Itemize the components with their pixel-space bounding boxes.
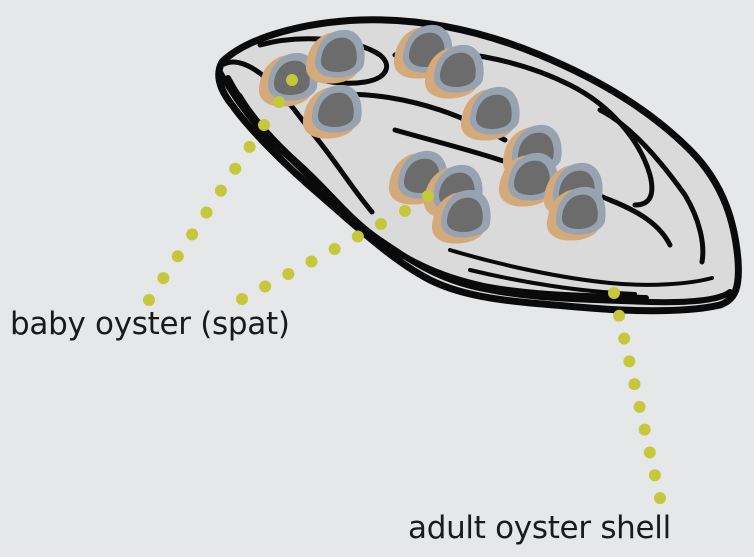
leader-dot (329, 243, 341, 255)
leader-dot (422, 190, 434, 202)
leader-dot (236, 293, 248, 305)
leader-dot (623, 355, 635, 367)
leader-dot (201, 207, 213, 219)
leader-dot (229, 163, 241, 175)
leader-dot (613, 310, 625, 322)
leader-dot (215, 185, 227, 197)
leader-dot (259, 281, 271, 293)
leader-dot (143, 294, 155, 306)
leader-dot (352, 231, 364, 243)
leader-dot (628, 378, 640, 390)
leader-dot (634, 401, 646, 413)
leader-dot (649, 469, 661, 481)
leader-dot (244, 141, 256, 153)
leader-dot (306, 256, 318, 268)
leader-dot (639, 424, 651, 436)
leader-dot (399, 205, 411, 217)
leader-dot (618, 333, 630, 345)
leader-dot (644, 446, 656, 458)
leader-dot (157, 272, 169, 284)
leader-dot (286, 74, 298, 86)
shell-label: adult oyster shell (408, 510, 671, 546)
shell-leader (608, 287, 666, 504)
leader-dot (186, 228, 198, 240)
leader-dot (172, 250, 184, 262)
leader-dot (273, 96, 285, 108)
spat-label: baby oyster (spat) (10, 306, 290, 342)
leader-dot (375, 218, 387, 230)
leader-dot (654, 492, 666, 504)
leader-dot (258, 119, 270, 131)
leader-dot (282, 268, 294, 280)
leader-dot (608, 287, 620, 299)
